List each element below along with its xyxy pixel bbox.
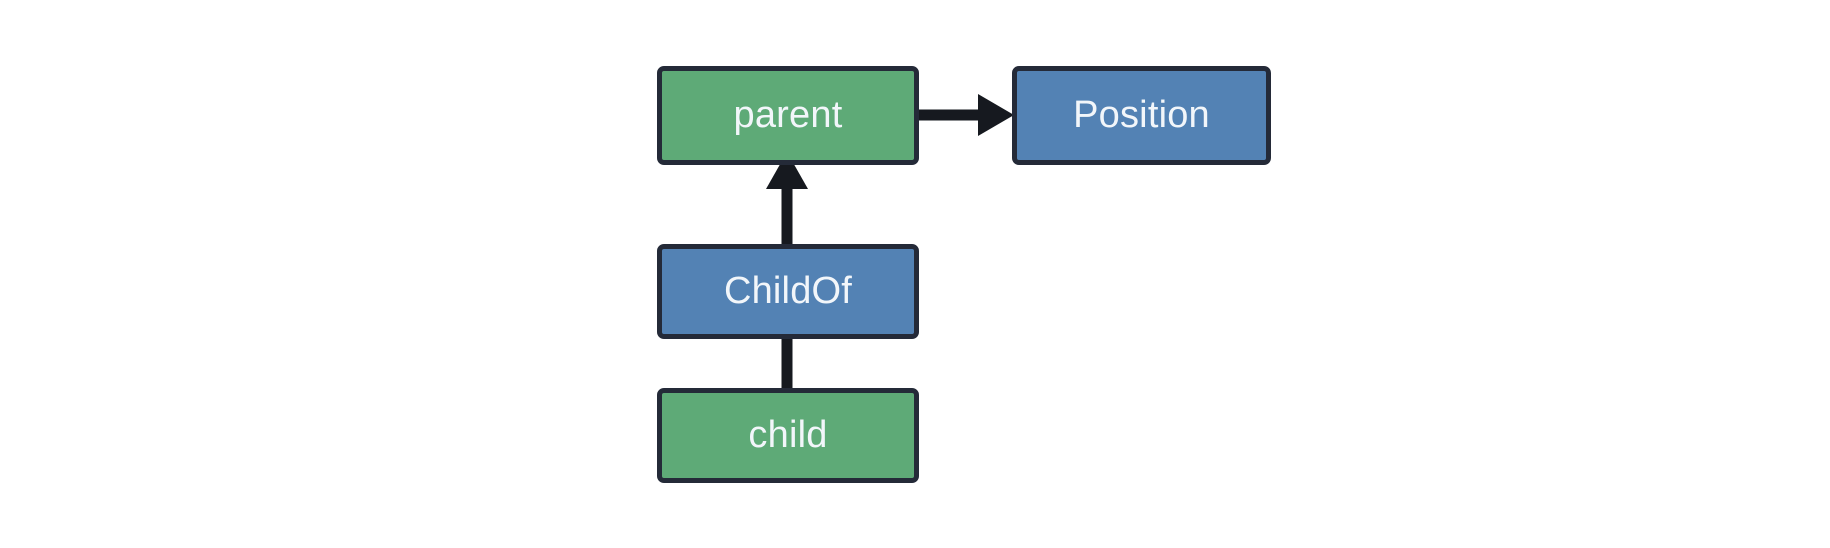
node-child[interactable]: child xyxy=(657,388,919,483)
node-position-label: Position xyxy=(1073,93,1210,136)
edge-childof-to-parent xyxy=(766,152,808,244)
node-parent[interactable]: parent xyxy=(657,66,919,165)
arrowhead-icon xyxy=(766,152,808,189)
node-position[interactable]: Position xyxy=(1012,66,1271,165)
node-childof[interactable]: ChildOf xyxy=(657,244,919,339)
edge-parent-to-position xyxy=(919,94,1014,136)
node-parent-label: parent xyxy=(733,93,843,136)
node-childof-label: ChildOf xyxy=(723,269,853,312)
arrowhead-icon xyxy=(978,94,1014,136)
node-child-label: child xyxy=(748,413,828,456)
